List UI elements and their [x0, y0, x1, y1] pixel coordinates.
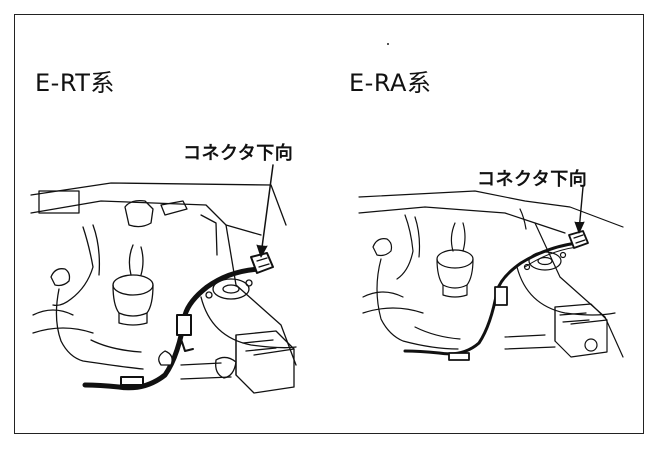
callout-label-right: コネクタ下向	[477, 169, 588, 190]
figure-frame: E-RT系 コネクタ下向	[14, 14, 644, 434]
engine-bay-illustration-right	[358, 186, 624, 361]
speck-mark	[387, 43, 389, 45]
panel-title-e-ra: E-RA系	[349, 69, 432, 97]
engine-bay-illustration-left	[30, 164, 297, 394]
callout-label-left: コネクタ下向	[183, 143, 294, 164]
panel-title-e-rt: E-RT系	[35, 69, 115, 97]
